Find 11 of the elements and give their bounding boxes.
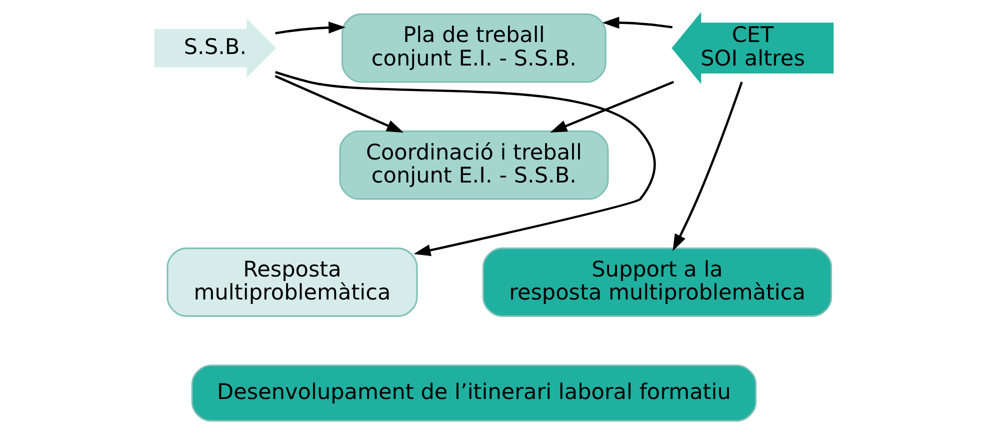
- node-box: Desenvolupament de l’itinerari laboral formatiu: [190, 364, 756, 422]
- arrow: [672, 82, 742, 252]
- node-box: Coordinació i treball conjunt E.I. - S.S.B.: [338, 130, 608, 200]
- arrow: [274, 22, 346, 34]
- arrow: [274, 71, 656, 256]
- arrow: [602, 16, 672, 29]
- node-box: Support a la resposta multiproblemàtica: [482, 248, 832, 317]
- arrow: [550, 80, 674, 132]
- node-box: Resposta multiproblemàtica: [166, 248, 418, 317]
- arrow: [274, 75, 404, 133]
- node-box: Pla de treball conjunt E.I. - S.S.B.: [341, 13, 606, 83]
